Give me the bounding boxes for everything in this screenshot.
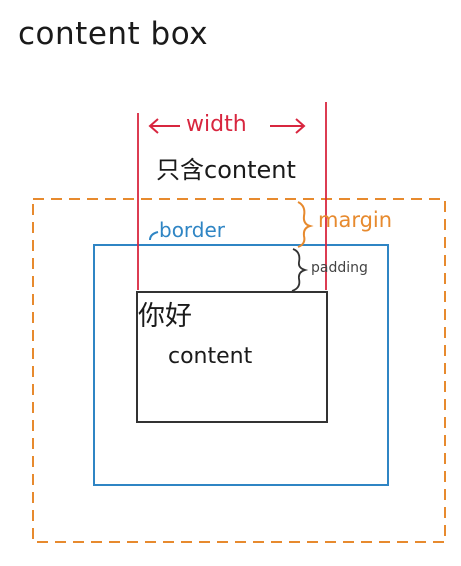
- border-box: [93, 244, 389, 486]
- padding-label: padding: [311, 260, 368, 276]
- width-label: width: [186, 112, 247, 137]
- margin-label: margin: [318, 208, 393, 232]
- diagram-title: content box: [18, 16, 209, 52]
- hello-text: 你好: [138, 301, 192, 332]
- content-box: [136, 291, 328, 423]
- margin-brace: [297, 201, 314, 248]
- content-text: content: [168, 344, 253, 369]
- only-content-label: 只含content: [156, 156, 296, 184]
- border-label: border: [159, 218, 226, 242]
- border-tick: [149, 231, 159, 241]
- width-left-arrow: [148, 118, 180, 134]
- margin-box: [32, 198, 446, 543]
- padding-brace: [291, 248, 309, 292]
- width-right-arrow: [270, 118, 306, 134]
